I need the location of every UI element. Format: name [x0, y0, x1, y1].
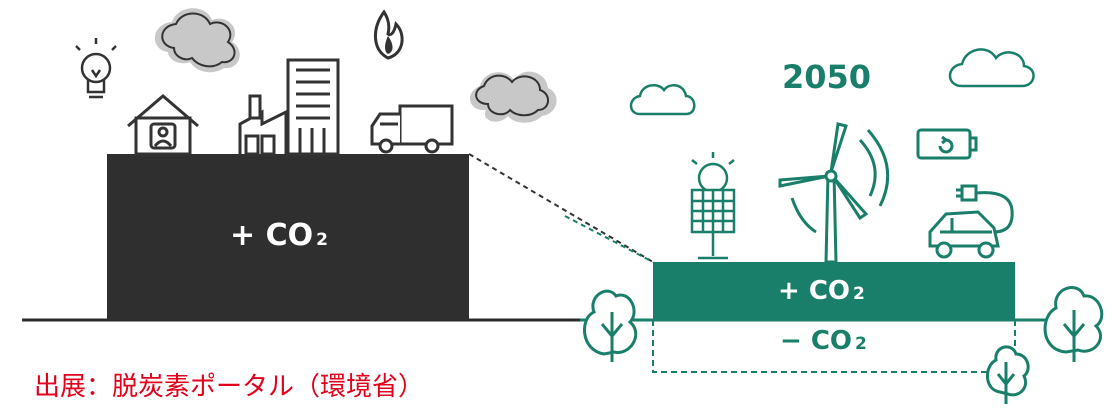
cloud-outline-icon [948, 48, 1035, 88]
fire-icon [374, 9, 404, 60]
smoke-cloud-icon [154, 8, 240, 73]
absorption-outline [652, 320, 1016, 373]
connector-line-bottom [564, 215, 654, 263]
emission-block-green [653, 262, 1015, 320]
tree-icon [986, 345, 1030, 404]
cloud-outline-icon [629, 83, 696, 116]
source-caption: 出展：脱炭素ポータル（環境省） [34, 372, 425, 402]
truck-icon [370, 104, 454, 154]
co2-subscript: 2 [853, 284, 865, 304]
connector-line-top [468, 153, 654, 263]
co2-subscript: 2 [316, 230, 328, 250]
smoke-cloud-icon [469, 71, 557, 123]
factory-icon [238, 94, 288, 156]
building-icon [286, 58, 340, 156]
light-bulb-icon [75, 38, 117, 99]
tree-icon [583, 289, 638, 362]
solar-panel-icon [690, 152, 736, 260]
target-year-label: 2050 [782, 58, 872, 96]
emission-block-dark [107, 154, 469, 320]
house-icon [127, 94, 199, 156]
tree-icon [1043, 286, 1104, 362]
plug-icon [956, 184, 1014, 234]
co2-subscript: 2 [855, 334, 867, 354]
battery-icon [916, 128, 978, 160]
electric-car-icon [928, 210, 1000, 259]
wind-turbine-icon [778, 122, 890, 264]
